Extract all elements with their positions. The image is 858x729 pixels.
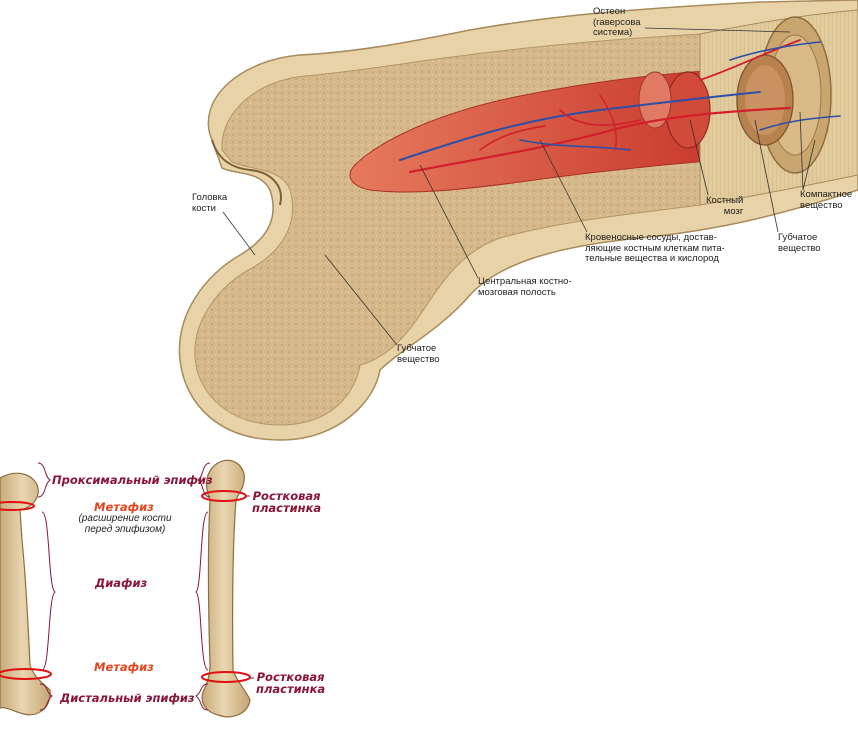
label-metaphysis-bottom: Метафиз (94, 660, 154, 674)
label-spongy-right: Губчатое вещество (778, 232, 821, 254)
label-diaphysis: Диафиз (95, 576, 148, 590)
femur-left (0, 472, 51, 716)
braces-right (195, 462, 211, 711)
label-proximal-epiphysis: Проксимальный эпифиз (52, 473, 213, 487)
braces-left (37, 462, 56, 711)
blood-vessels (399, 39, 841, 174)
growth-plate-leaders (246, 495, 254, 679)
label-distal-epiphysis: Дистальный эпифиз (60, 691, 195, 705)
femur-section (178, 0, 858, 441)
label-medullary-cavity: Центральная костно- мозговая полость (478, 276, 572, 298)
label-blood-vessels: Кровеносные сосуды, достав- ляющие костн… (585, 232, 725, 264)
label-osteon: Остеон (гаверсова система) (593, 6, 641, 38)
label-metaphysis-top: Метафиз (94, 500, 154, 514)
label-metaphysis-note: (расширение кости перед эпифизом) (78, 513, 172, 535)
label-growth-plate-bottom: Ростковая пластинка (256, 670, 326, 696)
label-compact-substance: Компактное вещество (800, 189, 853, 211)
top-leader-lines (222, 27, 816, 346)
label-growth-plate-top: Ростковая пластинка (252, 489, 322, 515)
growth-rings-left (0, 501, 52, 680)
label-bone-head: Головка кости (192, 192, 228, 214)
label-bone-marrow: Костный мозг (706, 195, 744, 217)
label-spongy-left: Губчатое вещество (397, 343, 440, 365)
marrow-cavity (349, 69, 721, 193)
femur-right (201, 459, 251, 718)
